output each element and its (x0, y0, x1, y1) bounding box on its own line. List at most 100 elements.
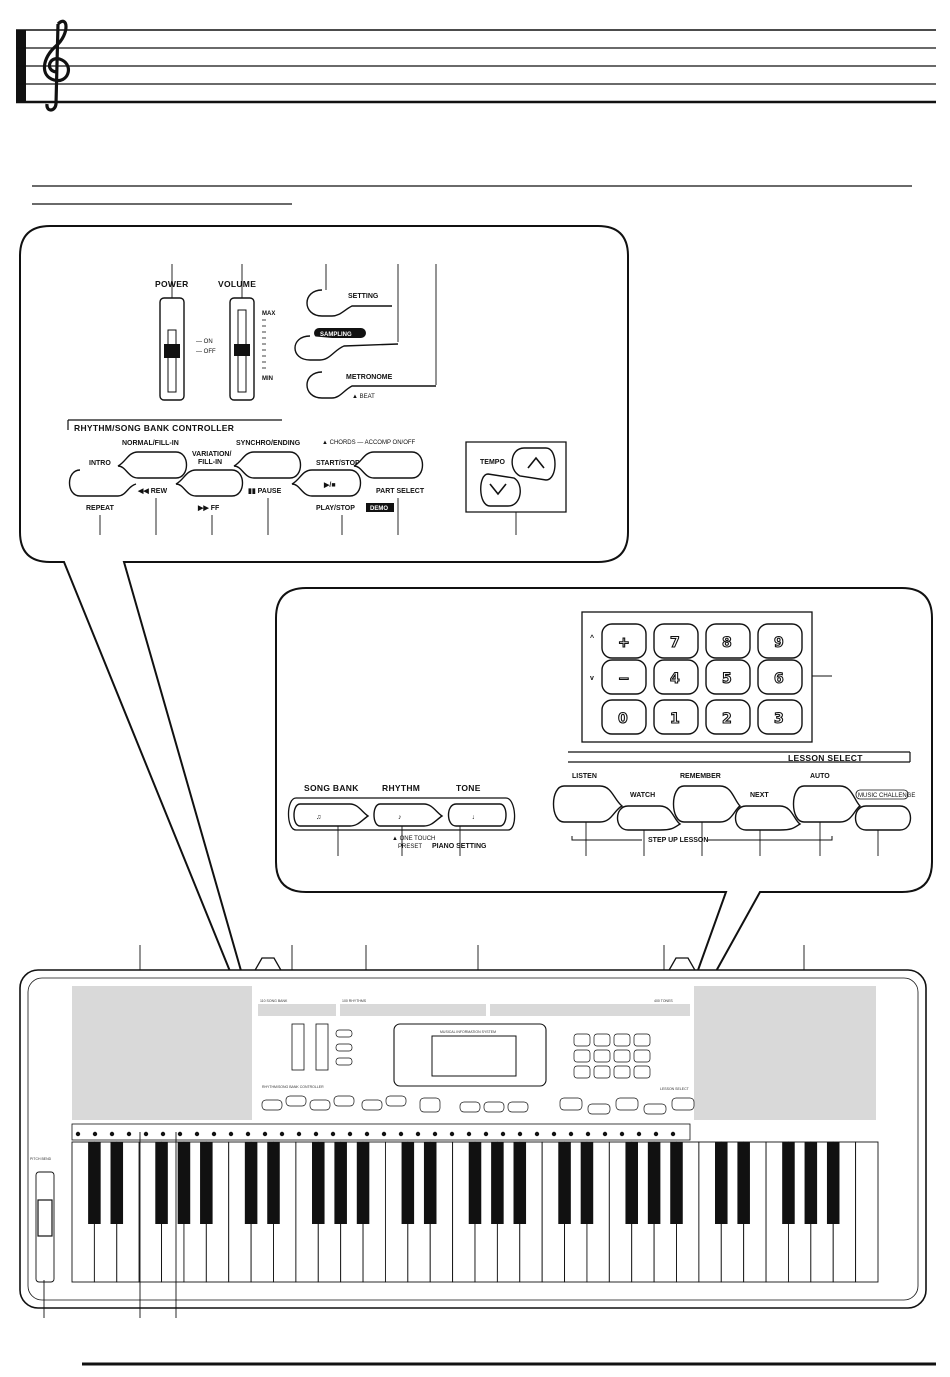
keypad-7-label: 7 (670, 635, 680, 651)
one-touch-label: ▲ ONE TOUCH (392, 836, 435, 842)
metronome-button[interactable] (306, 371, 436, 399)
rhythm-icon: ♪ (398, 814, 402, 821)
keypad-4-button[interactable] (653, 659, 699, 695)
left-speaker (72, 986, 252, 1120)
normal-fillin-label: NORMAL/FILL-IN (122, 440, 179, 447)
black-key[interactable] (200, 1142, 213, 1224)
min-label: MIN (262, 376, 273, 382)
black-key[interactable] (513, 1142, 527, 1224)
tone-icon-mark (551, 1131, 557, 1137)
callout-panel-2: ^ v + 7 8 9 − 4 5 6 0 1 2 3 (275, 587, 933, 1066)
black-key[interactable] (244, 1142, 258, 1224)
white-key[interactable] (855, 1141, 879, 1283)
tone-icon-mark (177, 1131, 183, 1137)
variation-label-2: FILL-IN (198, 459, 222, 466)
beat-label: ▲ BEAT (352, 394, 375, 400)
demo-label: DEMO (370, 506, 388, 512)
keypad-minus-button[interactable] (601, 659, 647, 695)
black-key[interactable] (782, 1142, 795, 1224)
black-keys (88, 1142, 840, 1224)
mini-power[interactable] (291, 1023, 305, 1071)
tone-icon-mark (160, 1131, 166, 1137)
keypad-7-button[interactable] (653, 623, 699, 659)
synchro-label: SYNCHRO/ENDING (236, 440, 301, 447)
listen-label: LISTEN (572, 773, 597, 780)
tone-icon-mark (449, 1131, 455, 1137)
auto-button[interactable] (792, 785, 862, 823)
black-key[interactable] (826, 1142, 840, 1224)
off-label: — OFF (196, 349, 216, 355)
black-key[interactable] (356, 1142, 370, 1224)
down-mark: v (590, 675, 594, 682)
keypad-5-button[interactable] (705, 659, 751, 695)
black-key[interactable] (670, 1142, 683, 1224)
start-stop-label: START/STOP (316, 460, 360, 467)
part-select-label: PART SELECT (376, 488, 425, 495)
on-label: — ON (196, 339, 213, 345)
watch-label: WATCH (630, 792, 655, 799)
tone-button[interactable] (447, 803, 507, 827)
keypad-9-label: 9 (774, 635, 784, 651)
black-key[interactable] (558, 1142, 571, 1224)
black-key[interactable] (312, 1142, 325, 1224)
keyboard-body: 110 SONG BANK 100 RHYTHMS 400 TONES MUSI… (19, 945, 927, 1318)
normal-fillin-button[interactable] (117, 451, 188, 479)
black-key[interactable] (177, 1142, 191, 1224)
intro-button[interactable] (68, 469, 137, 497)
black-key[interactable] (267, 1142, 280, 1224)
black-key[interactable] (647, 1142, 661, 1224)
tempo-up-button[interactable] (511, 447, 556, 481)
volume-slider[interactable] (234, 344, 250, 356)
tone-icon: ♩ (472, 814, 479, 821)
piano-setting-label: PIANO SETTING (432, 843, 487, 850)
black-key[interactable] (110, 1142, 124, 1224)
sampling-button[interactable] (294, 335, 399, 361)
black-key[interactable] (88, 1142, 101, 1224)
listen-button[interactable] (552, 785, 624, 823)
black-key[interactable] (423, 1142, 437, 1224)
remember-button[interactable] (672, 785, 742, 823)
accomp-button[interactable] (353, 451, 424, 479)
rhythm-button[interactable] (373, 803, 444, 827)
music-challenge-button[interactable] (854, 805, 912, 831)
music-challenge-label: MUSIC CHALLENGE (858, 793, 915, 799)
next-label: NEXT (750, 792, 769, 799)
watch-button[interactable] (616, 805, 682, 831)
black-key[interactable] (737, 1142, 750, 1224)
tone-icon-mark (279, 1131, 285, 1137)
black-key[interactable] (804, 1142, 818, 1224)
black-key[interactable] (334, 1142, 347, 1224)
keypad-9-button[interactable] (757, 623, 803, 659)
variation-fillin-button[interactable] (175, 469, 244, 497)
black-key[interactable] (155, 1142, 168, 1224)
black-key[interactable] (625, 1142, 638, 1224)
mini-lesson-select: LESSON SELECT (660, 1087, 690, 1091)
black-key[interactable] (715, 1142, 728, 1224)
tone-strip-label: 400 TONES (654, 999, 673, 1003)
volume-label: VOLUME (218, 279, 256, 289)
keypad-3-button[interactable] (757, 699, 803, 735)
keypad-6-button[interactable] (757, 659, 803, 695)
power-switch[interactable] (164, 344, 180, 358)
setting-button[interactable] (306, 289, 392, 317)
black-key[interactable] (401, 1142, 415, 1224)
keypad-8-label: 8 (722, 635, 732, 651)
keypad-1-button[interactable] (653, 699, 699, 735)
next-button[interactable] (734, 805, 802, 831)
keypad-8-button[interactable] (705, 623, 751, 659)
sampling-label: SAMPLING (320, 332, 352, 338)
start-stop-button[interactable] (291, 469, 362, 497)
keypad-2-button[interactable] (705, 699, 751, 735)
intro-label: INTRO (89, 460, 111, 467)
pitch-bend-wheel[interactable] (37, 1199, 53, 1237)
black-key[interactable] (580, 1142, 594, 1224)
mini-volume[interactable] (315, 1023, 329, 1071)
keypad-0-button[interactable] (601, 699, 647, 735)
black-key[interactable] (468, 1142, 482, 1224)
black-key[interactable] (491, 1142, 504, 1224)
song-bank-button[interactable] (293, 803, 370, 827)
keypad-plus-button[interactable] (601, 623, 647, 659)
keypad-1-label: 1 (670, 711, 680, 727)
synchro-ending-button[interactable] (233, 451, 302, 479)
tone-icon-mark (92, 1131, 98, 1137)
